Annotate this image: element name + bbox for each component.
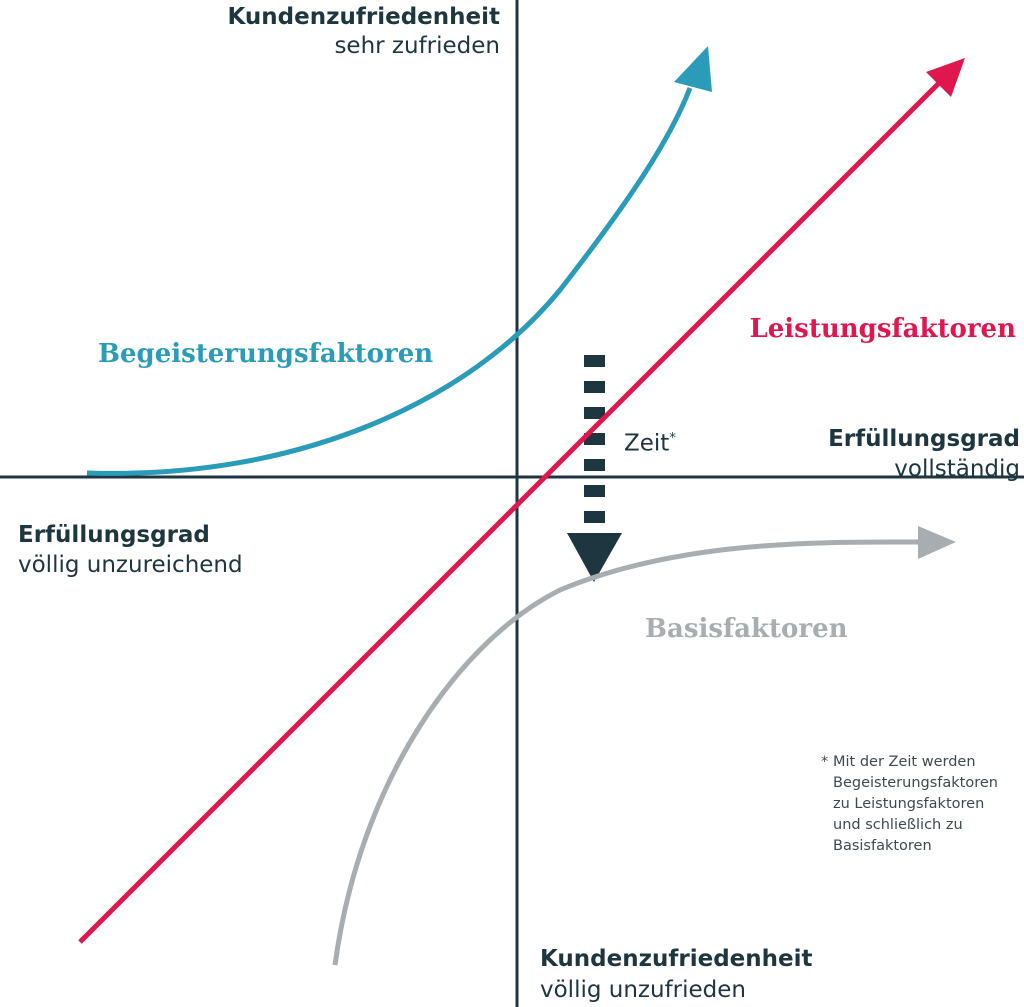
performance-curve: [78, 58, 965, 944]
footnote-line: Begeisterungsfaktoren: [833, 775, 998, 791]
excitement-curve: [86, 46, 712, 476]
basic-label: Basisfaktoren: [645, 614, 848, 644]
y-top-subtitle: sehr zufrieden: [334, 33, 500, 59]
x-right-title: Erfüllungsgrad: [828, 426, 1020, 452]
time-asterisk: *: [669, 431, 676, 446]
x-left-title: Erfüllungsgrad: [18, 522, 210, 548]
x-left-subtitle: völlig unzureichend: [18, 552, 243, 578]
footnote-asterisk: *: [821, 754, 829, 770]
y-bottom-subtitle: völlig unzufrieden: [540, 977, 746, 1003]
y-top-title: Kundenzufriedenheit: [227, 4, 501, 30]
performance-label: Leistungsfaktoren: [749, 314, 1016, 344]
basic-curve: [332, 526, 956, 966]
footnote-line: zu Leistungsfaktoren: [833, 796, 985, 812]
y-bottom-title: Kundenzufriedenheit: [540, 946, 813, 972]
footnote-line: Mit der Zeit werden: [833, 754, 976, 770]
footnote-line: und schließlich zu: [833, 817, 963, 833]
excitement-label: Begeisterungsfaktoren: [98, 339, 434, 369]
time-label-text: Zeit: [624, 430, 670, 457]
footnote: * Mit der Zeit werden Begeisterungsfakto…: [821, 752, 998, 857]
footnote-line: Basisfaktoren: [833, 838, 932, 854]
time-arrow: [567, 355, 622, 582]
time-label: Zeit*: [624, 424, 676, 459]
x-right-subtitle: vollständig: [894, 456, 1020, 482]
